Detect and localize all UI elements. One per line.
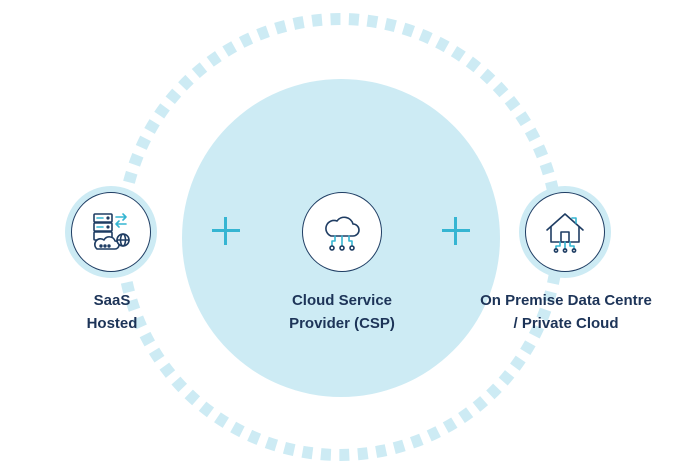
on-premise-node-badge [525, 192, 605, 272]
saas-server-cloud-icon [93, 213, 130, 250]
cloud-network-icon [325, 216, 360, 251]
plus-connector-1 [212, 217, 240, 245]
on-premise-node [519, 186, 611, 278]
saas-node [65, 186, 157, 278]
saas-node-badge [71, 192, 151, 272]
home-network-icon [546, 213, 584, 253]
csp-label: Cloud Service Provider (CSP) [289, 292, 395, 332]
csp-node-badge [302, 192, 382, 272]
saas-label: SaaS Hosted [86, 292, 138, 332]
csp-node [296, 186, 388, 278]
on-premise-label: On Premise Data Centre / Private Cloud [480, 292, 652, 332]
plus-connector-2 [442, 217, 470, 245]
